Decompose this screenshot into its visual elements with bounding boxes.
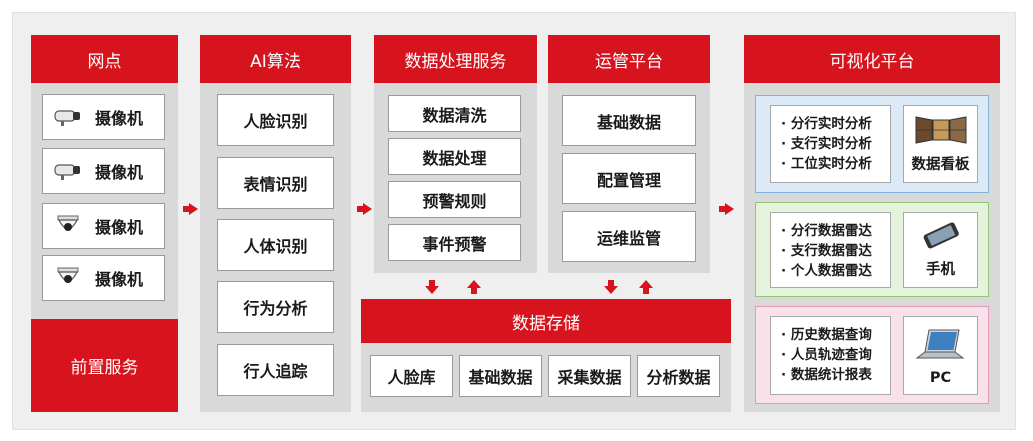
viz-panel: 可视化平台 分行实时分析 支行实时分析 工位实时分析 数据看板 分行数据雷达 支… — [744, 35, 1000, 412]
viz-row-dashboard: 分行实时分析 支行实时分析 工位实时分析 数据看板 — [755, 95, 989, 193]
ai-title: AI算法 — [200, 35, 351, 83]
viz-device: 数据看板 — [903, 105, 978, 183]
flow-arrow — [183, 203, 198, 215]
ops-item: 运维监管 — [562, 211, 696, 262]
viz-list: 分行实时分析 支行实时分析 工位实时分析 — [770, 105, 891, 183]
camera-label: 摄像机 — [95, 109, 144, 128]
front-service-footer: 前置服务 — [31, 319, 178, 412]
viz-title: 可视化平台 — [744, 35, 1000, 83]
viz-list-item: 个人数据雷达 — [781, 261, 882, 281]
viz-row-pc: 历史数据查询 人员轨迹查询 数据统计报表 PC — [755, 306, 989, 404]
viz-row-mobile: 分行数据雷达 支行数据雷达 个人数据雷达 手机 — [755, 202, 989, 297]
ops-item: 配置管理 — [562, 153, 696, 204]
processing-item: 数据处理 — [388, 138, 521, 175]
viz-device: 手机 — [903, 212, 978, 288]
ai-item: 行人追踪 — [217, 344, 334, 396]
storage-panel: 数据存储 人脸库 基础数据 采集数据 分析数据 — [361, 299, 731, 412]
ops-title: 运管平台 — [548, 35, 710, 83]
viz-list-item: 数据统计报表 — [781, 365, 882, 385]
outlet-title: 网点 — [31, 35, 178, 83]
bullet-camera-icon — [54, 110, 80, 126]
storage-item: 采集数据 — [548, 355, 631, 397]
viz-device-label: 手机 — [926, 262, 955, 278]
processing-panel: 数据处理服务 数据清洗 数据处理 预警规则 事件预警 — [374, 35, 537, 273]
storage-item: 人脸库 — [370, 355, 453, 397]
viz-list: 分行数据雷达 支行数据雷达 个人数据雷达 — [770, 212, 891, 288]
processing-title: 数据处理服务 — [374, 35, 537, 83]
viz-list-item: 支行数据雷达 — [781, 241, 882, 261]
camera-box: 摄像机 — [42, 148, 165, 194]
viz-device-label: PC — [929, 370, 952, 386]
viz-list-item: 分行实时分析 — [781, 114, 882, 134]
viz-list-item: 分行数据雷达 — [781, 221, 882, 241]
viz-device: PC — [903, 316, 978, 395]
flow-arrow — [357, 203, 372, 215]
camera-label: 摄像机 — [95, 218, 144, 237]
down-arrow — [425, 280, 439, 294]
processing-item: 预警规则 — [388, 181, 521, 218]
laptop-icon — [915, 329, 964, 359]
camera-box: 摄像机 — [42, 94, 165, 140]
viz-list-item: 人员轨迹查询 — [781, 345, 882, 365]
storage-title: 数据存储 — [361, 299, 731, 343]
up-arrow — [639, 280, 653, 294]
ops-item: 基础数据 — [562, 95, 696, 146]
ops-panel: 运管平台 基础数据 配置管理 运维监管 — [548, 35, 710, 273]
camera-box: 摄像机 — [42, 203, 165, 249]
video-wall-icon — [915, 116, 966, 144]
viz-list-item: 历史数据查询 — [781, 325, 882, 345]
down-arrow — [604, 280, 618, 294]
processing-item: 数据清洗 — [388, 95, 521, 132]
dome-camera-icon — [57, 215, 79, 231]
camera-label: 摄像机 — [95, 270, 144, 289]
ai-item: 人体识别 — [217, 219, 334, 271]
ai-panel: AI算法 人脸识别 表情识别 人体识别 行为分析 行人追踪 — [200, 35, 351, 412]
bullet-camera-icon — [54, 164, 80, 180]
storage-item: 基础数据 — [459, 355, 542, 397]
viz-list-item: 工位实时分析 — [781, 154, 882, 174]
storage-item: 分析数据 — [637, 355, 720, 397]
ai-item: 表情识别 — [217, 157, 334, 209]
ai-item: 人脸识别 — [217, 94, 334, 146]
viz-list-item: 支行实时分析 — [781, 134, 882, 154]
camera-label: 摄像机 — [95, 163, 144, 182]
dome-camera-icon — [57, 267, 79, 283]
camera-box: 摄像机 — [42, 255, 165, 301]
viz-list: 历史数据查询 人员轨迹查询 数据统计报表 — [770, 316, 891, 395]
processing-item: 事件预警 — [388, 224, 521, 261]
flow-arrow — [719, 203, 734, 215]
up-arrow — [467, 280, 481, 294]
smartphone-icon — [923, 222, 959, 249]
outlet-panel: 网点 摄像机 摄像机 摄像机 摄像机 前置服务 — [31, 35, 178, 412]
viz-device-label: 数据看板 — [911, 157, 970, 173]
ai-item: 行为分析 — [217, 281, 334, 333]
